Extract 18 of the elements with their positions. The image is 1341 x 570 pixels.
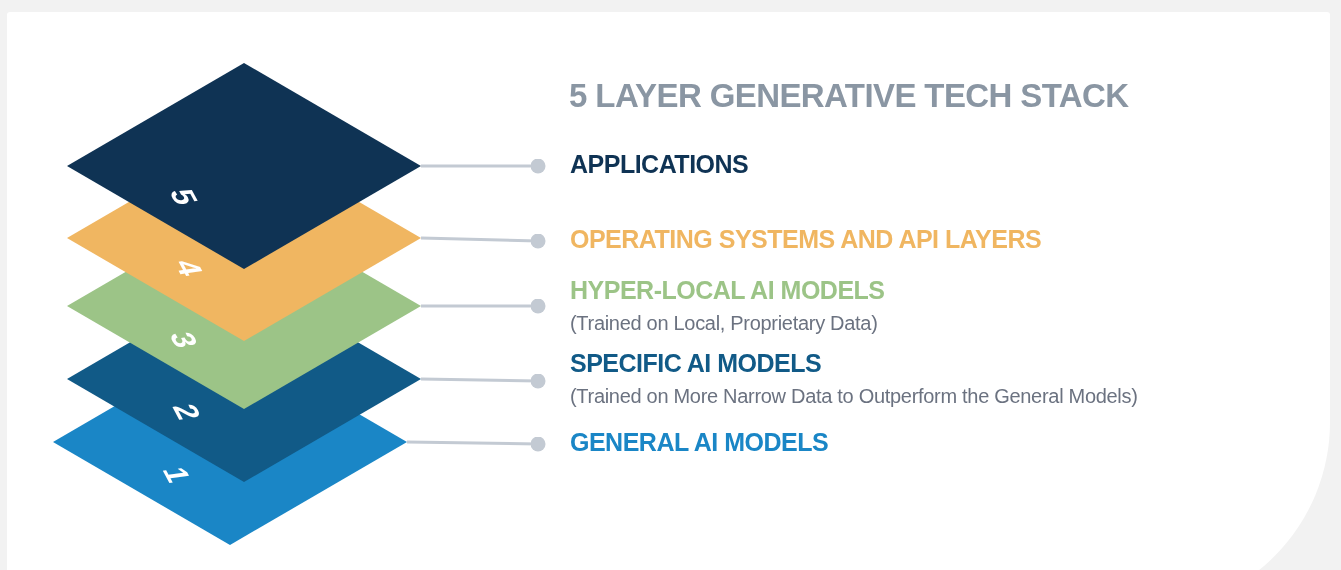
leader-line	[421, 298, 546, 314]
leader-line	[420, 373, 546, 389]
leader-line	[420, 233, 546, 249]
layer-description: (Trained on More Narrow Data to Outperform the General Models)	[570, 384, 1138, 409]
layer-heading: OPERATING SYSTEMS AND API LAYERS	[570, 224, 1042, 255]
layer-number: 5	[163, 187, 204, 207]
layer-heading: GENERAL AI MODELS	[570, 427, 829, 458]
layer-heading: APPLICATIONS	[570, 149, 749, 180]
layer-number: 4	[168, 258, 209, 278]
layer-number: 1	[156, 465, 197, 485]
layer-description: (Trained on Local, Proprietary Data)	[570, 311, 879, 336]
layer-number: 2	[166, 402, 207, 422]
layer-heading: HYPER-LOCAL AI MODELS	[570, 275, 885, 306]
leader-line	[406, 436, 546, 452]
leader-line	[421, 158, 546, 174]
title: 5 LAYER GENERATIVE TECH STACK	[569, 76, 1129, 116]
layer-number: 3	[163, 330, 204, 350]
layer-heading: SPECIFIC AI MODELS	[570, 348, 823, 379]
